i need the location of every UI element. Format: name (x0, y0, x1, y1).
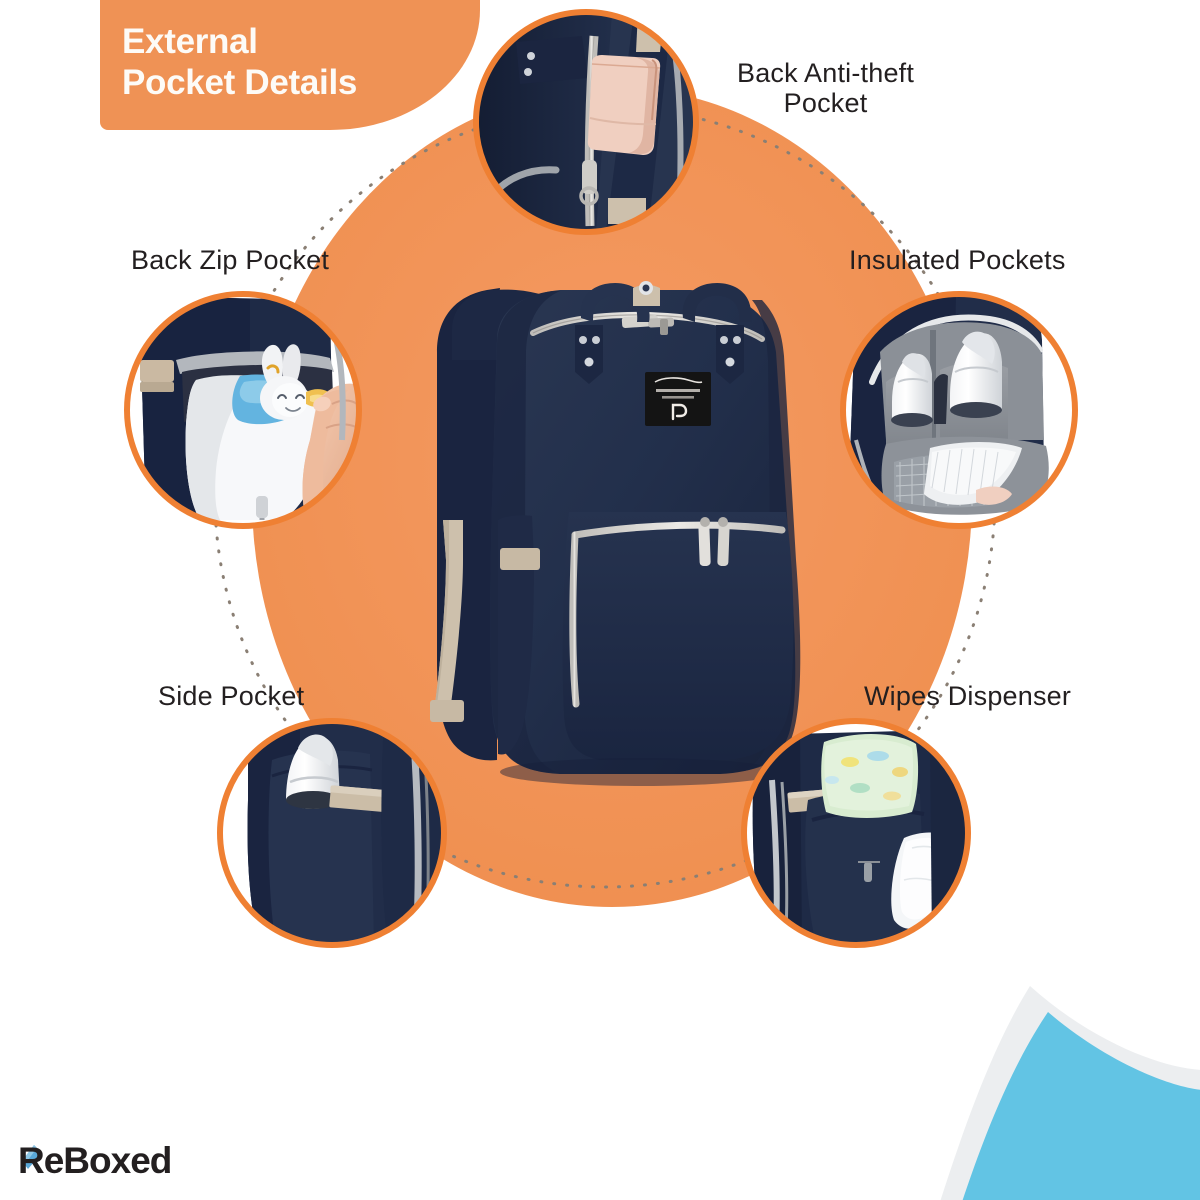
callout-image-side-pocket (217, 718, 447, 948)
pink-wallet (587, 55, 661, 155)
reboxed-logo: ReBoxed (18, 1140, 172, 1182)
title-banner: External Pocket Details (100, 0, 480, 130)
callout-image-back-zip-pocket (124, 291, 362, 529)
baby-bottle-right (950, 331, 1002, 418)
callout-label-side-pocket: Side Pocket (158, 681, 305, 711)
blue-swoosh-decoration (940, 986, 1200, 1200)
reboxed-wordmark: ReBoxed (18, 1140, 172, 1181)
front-zip-pocket (562, 512, 794, 760)
callout-label-back-zip-pocket: Back Zip Pocket (131, 245, 330, 275)
callout-image-wipes-dispenser (741, 718, 971, 948)
callout-image-insulated-pockets (840, 291, 1078, 529)
shoulder-strap-webbing (430, 520, 464, 722)
callout-label-back-anti-theft-pocket: Back Anti-theft Pocket (737, 58, 915, 119)
product-backpack-main (430, 281, 801, 786)
page-title: External Pocket Details (122, 22, 358, 102)
bunny-toy (260, 344, 308, 420)
baby-bottle-side (286, 734, 340, 809)
callout-label-insulated-pockets: Insulated Pockets (849, 245, 1066, 275)
reboxed-mark-icon (22, 1145, 42, 1169)
baby-bottle-left (891, 353, 933, 427)
callout-label-wipes-dispenser: Wipes Dispenser (864, 681, 1072, 711)
wipes-pack (821, 733, 919, 818)
brand-label-patch (645, 372, 711, 426)
side-pocket-left (498, 515, 540, 755)
callout-image-back-anti-theft-pocket (473, 9, 699, 235)
carry-handles (575, 282, 752, 384)
